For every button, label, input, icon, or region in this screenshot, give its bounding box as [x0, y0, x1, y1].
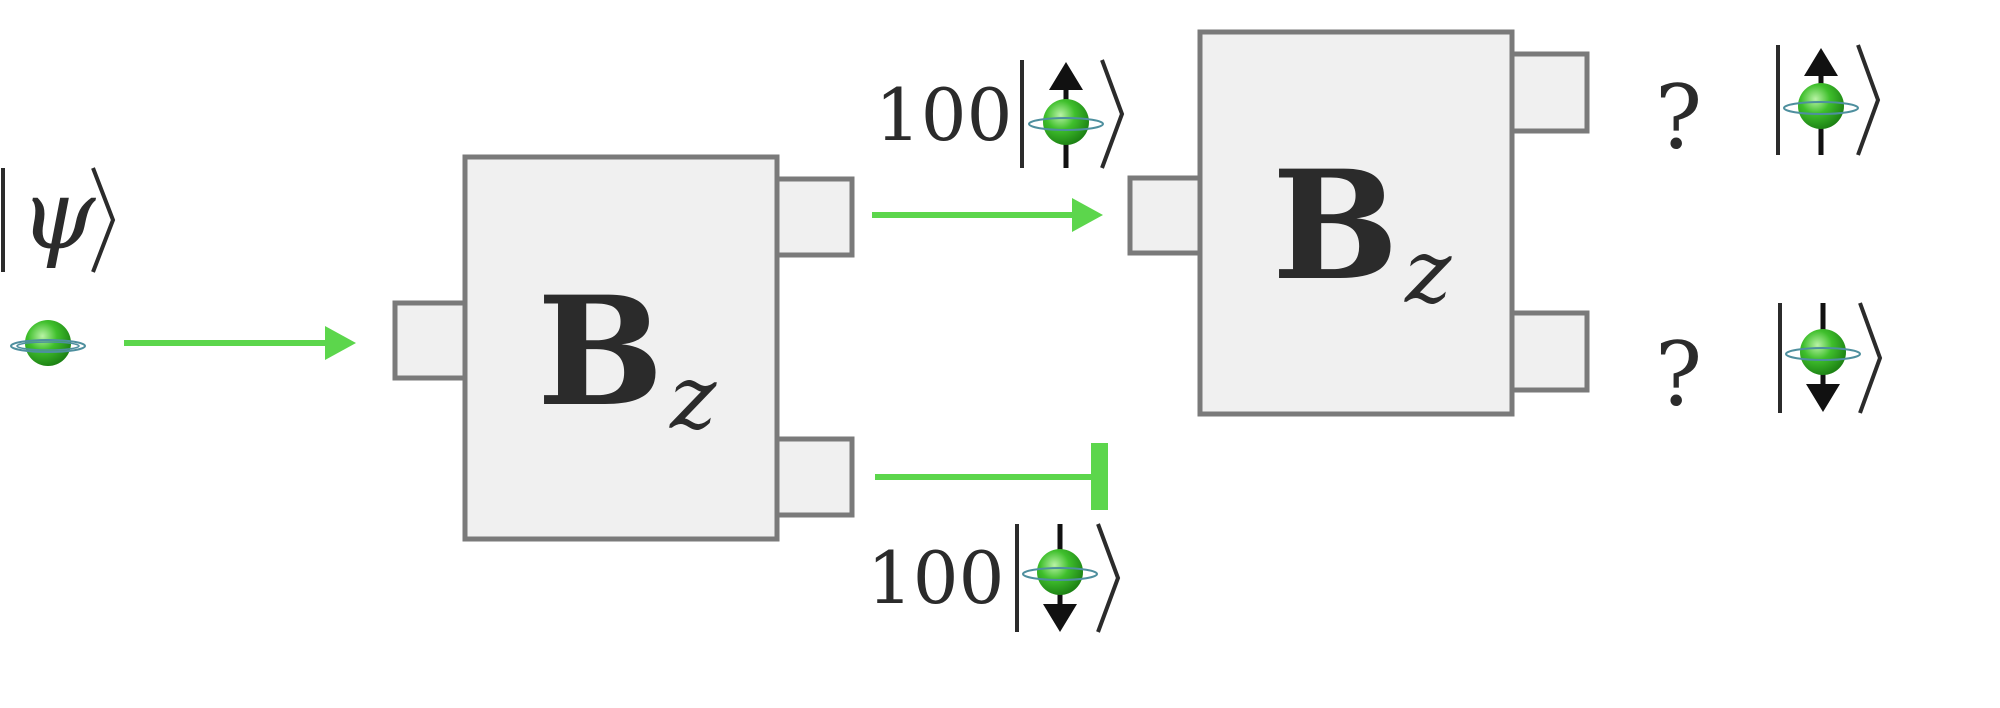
magnet-body	[462, 154, 780, 542]
spin-up-particle	[1783, 48, 1859, 155]
ket-angle	[1858, 302, 1883, 414]
spin-ring-inner	[16, 341, 80, 351]
input-beam	[124, 326, 356, 360]
spin-up-arrow-icon	[1804, 48, 1838, 76]
input-particle	[10, 320, 86, 366]
spin-down-arrow-icon	[1043, 604, 1077, 632]
ket-angle	[1856, 44, 1881, 156]
input-port	[392, 300, 468, 381]
output-port-down	[1509, 310, 1590, 393]
input-ket: ψ	[1, 159, 116, 273]
magnet-body	[1197, 29, 1515, 417]
count-down: 100	[867, 536, 1004, 620]
count-up: 100	[875, 73, 1012, 157]
arrowhead	[325, 326, 356, 360]
output-port-up	[1509, 51, 1590, 134]
magnet-2: B z	[1127, 29, 1590, 417]
beam-down-blocked	[875, 443, 1108, 510]
magnet-1: B z	[392, 154, 855, 542]
arrowhead	[1072, 198, 1103, 232]
unknown-count-up: ?	[1655, 66, 1702, 169]
spin-down-particle	[1785, 303, 1861, 412]
output-up-label-1: 100	[875, 59, 1125, 169]
input-state-symbol: ψ	[20, 159, 97, 271]
ket-angle	[1100, 59, 1125, 169]
spin-down-particle	[1022, 524, 1098, 632]
spin-ring	[10, 339, 86, 353]
spin-up-particle	[1028, 62, 1104, 168]
beam-up-1	[872, 198, 1103, 232]
unknown-count-down: ?	[1655, 323, 1702, 426]
field-subscript: z	[669, 346, 717, 449]
field-symbol: B	[537, 264, 664, 440]
ket-angle	[91, 167, 116, 273]
field-symbol: B	[1272, 138, 1399, 314]
output-down-label-2: ?	[1655, 302, 1883, 426]
spin-up-arrow-icon	[1049, 62, 1083, 90]
particle-sphere	[25, 320, 71, 366]
input-port	[1127, 175, 1203, 256]
ket-angle	[1096, 523, 1121, 633]
output-up-label-2: ?	[1655, 44, 1881, 169]
output-port-down	[774, 436, 855, 518]
spin-down-arrow-icon	[1806, 384, 1840, 412]
output-down-label-1: 100	[867, 523, 1121, 633]
output-port-up	[774, 176, 855, 258]
beam-stop	[1091, 443, 1108, 510]
field-subscript: z	[1404, 220, 1452, 323]
